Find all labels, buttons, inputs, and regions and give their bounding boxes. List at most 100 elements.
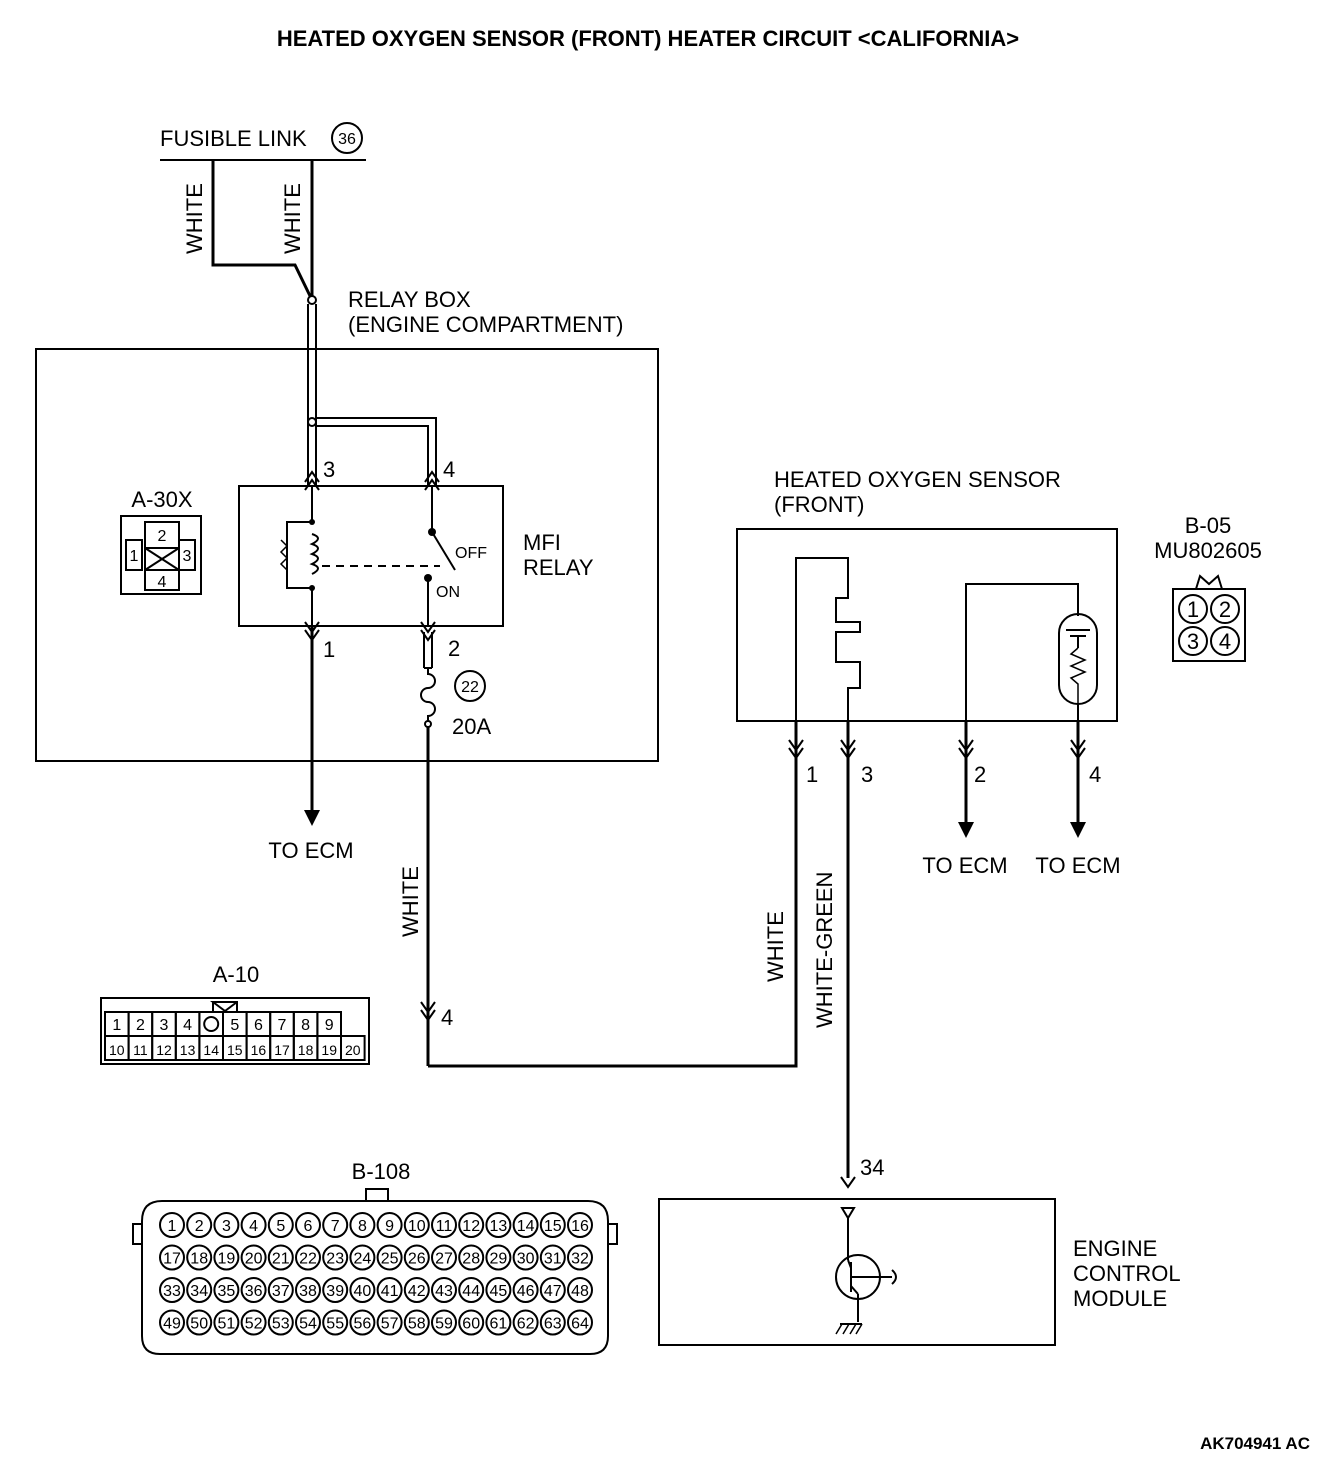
fusible-link-label: FUSIBLE LINK	[160, 126, 307, 151]
b05-pin-4: 4	[1219, 629, 1231, 654]
b108-pin: 63	[544, 1316, 562, 1333]
b108-pin: 13	[490, 1218, 508, 1235]
b108-pin: 40	[354, 1283, 372, 1300]
engine-control-module: 34 ENGINE CONTROL MODULE	[658, 1155, 1181, 1346]
a10-pin: 11	[133, 1042, 148, 1058]
a10-key-slot	[203, 1016, 220, 1032]
b108-pin: 44	[462, 1283, 480, 1300]
wire-color-relay-a10: WHITE	[398, 866, 423, 937]
heated-oxygen-sensor: HEATED OXYGEN SENSOR (FRONT)	[736, 467, 1118, 722]
b108-pin: 33	[163, 1283, 181, 1300]
b108-pin: 64	[571, 1316, 589, 1333]
relay-box-label-1: RELAY BOX	[348, 287, 471, 312]
b108-pin: 27	[435, 1251, 453, 1268]
b108-pin: 11	[436, 1218, 453, 1235]
b108-pin: 35	[218, 1283, 236, 1300]
b108-pin: 54	[299, 1316, 317, 1333]
b108-pin: 62	[517, 1316, 535, 1333]
to-ecm-sensor-4: TO ECM	[1035, 853, 1120, 878]
b05-pin-2: 2	[1219, 597, 1231, 622]
b108-pin: 14	[517, 1218, 535, 1235]
b108-pin: 10	[408, 1218, 426, 1235]
wire-color-fl-right: WHITE	[280, 183, 305, 254]
relay-pin-2: 2	[448, 636, 460, 661]
connector-a10-label: A-10	[213, 962, 259, 987]
a10-pin: 1	[112, 1017, 121, 1034]
sensor-label-2: (FRONT)	[774, 492, 864, 517]
b108-pin: 16	[571, 1218, 589, 1235]
b108-pin: 20	[245, 1251, 263, 1268]
b108-pin: 41	[381, 1283, 399, 1300]
a10-pin: 10	[109, 1042, 125, 1058]
b108-pin: 23	[326, 1251, 344, 1268]
b108-pin: 37	[272, 1283, 290, 1300]
to-ecm-relay: TO ECM	[268, 838, 353, 863]
b108-pin: 3	[222, 1218, 231, 1235]
b108-pin: 45	[490, 1283, 508, 1300]
a10-pin: 5	[230, 1017, 239, 1034]
b108-pin: 47	[544, 1283, 562, 1300]
sensor-pin-2: 2	[974, 762, 986, 787]
fusible-link-wires: WHITE WHITE	[182, 160, 317, 305]
wire-color-sensor-3: WHITE-GREEN	[812, 872, 837, 1028]
wire-color-sensor-1: WHITE	[763, 911, 788, 982]
b108-pin: 43	[435, 1283, 453, 1300]
sensor-pin-4: 4	[1089, 762, 1101, 787]
connector-a30x: A-30X 1 2 3 4	[120, 487, 202, 595]
b108-pin: 48	[571, 1283, 589, 1300]
mfi-relay-label-2: RELAY	[523, 555, 594, 580]
wire-color-fl-left: WHITE	[182, 183, 207, 254]
relay-box: RELAY BOX (ENGINE COMPARTMENT)	[35, 287, 659, 762]
relay-pin2-fuse-wire: 2 22 20A WHITE 4	[398, 621, 798, 1068]
b108-pin: 42	[408, 1283, 426, 1300]
connector-b05: B-05 MU802605 1 2 3 4	[1154, 513, 1262, 662]
a10-pin-4: 4	[441, 1005, 453, 1030]
a30x-pin-1: 1	[130, 548, 139, 565]
connector-b05-label: B-05	[1185, 513, 1231, 538]
mfi-relay: OFF ON MFI RELAY	[238, 485, 594, 627]
a10-pin: 6	[254, 1017, 263, 1034]
b108-pin: 46	[517, 1283, 535, 1300]
a10-pin: 3	[160, 1017, 169, 1034]
fusible-link: FUSIBLE LINK 36	[160, 122, 366, 161]
relay-pin-4: 4	[443, 457, 455, 482]
a10-pin: 14	[203, 1042, 219, 1058]
b108-pin: 21	[272, 1251, 290, 1268]
to-ecm-sensor-2: TO ECM	[922, 853, 1007, 878]
a10-pin: 7	[278, 1017, 287, 1034]
b108-pin: 1	[168, 1218, 177, 1235]
b108-pin: 60	[462, 1316, 480, 1333]
b108-pin: 31	[544, 1251, 562, 1268]
ecm-label-2: CONTROL	[1073, 1261, 1181, 1286]
fuse-rating: 20A	[452, 714, 491, 739]
b108-pin: 49	[163, 1316, 181, 1333]
a10-pin: 15	[227, 1042, 243, 1058]
b108-pin: 7	[331, 1218, 340, 1235]
b108-pin: 36	[245, 1283, 263, 1300]
b108-pin: 29	[490, 1251, 508, 1268]
b108-pin: 18	[190, 1251, 208, 1268]
b108-pin: 59	[435, 1316, 453, 1333]
figure-code: AK704941 AC	[1200, 1434, 1310, 1453]
b108-pin: 2	[195, 1218, 204, 1235]
relay-box-label-2: (ENGINE COMPARTMENT)	[348, 312, 623, 337]
relay-pin1-wire: 1 TO ECM	[268, 621, 354, 863]
b108-pin: 4	[249, 1218, 258, 1235]
a10-pin: 2	[136, 1017, 145, 1034]
ecm-pin-34: 34	[860, 1155, 884, 1180]
b108-pin: 32	[571, 1251, 589, 1268]
b108-pin: 39	[326, 1283, 344, 1300]
a10-pin: 17	[274, 1042, 290, 1058]
a30x-pin-3: 3	[183, 548, 192, 565]
b108-pin: 25	[381, 1251, 399, 1268]
a10-pin: 12	[156, 1042, 172, 1058]
b108-pin: 34	[190, 1283, 208, 1300]
a10-pin: 9	[325, 1017, 334, 1034]
b108-pin: 53	[272, 1316, 290, 1333]
